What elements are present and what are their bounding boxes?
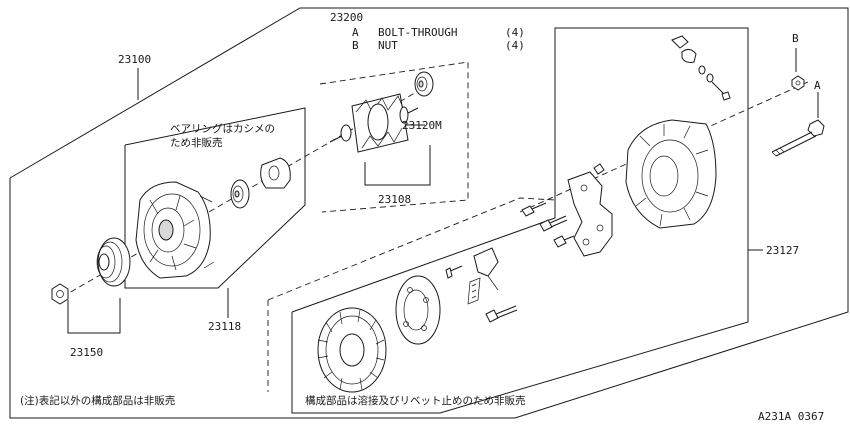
stator <box>317 307 387 393</box>
kit-row-a-letter: A <box>352 26 359 39</box>
label-23118: 23118 <box>208 320 241 333</box>
note-bearing-line2: ため非販売 <box>170 136 223 149</box>
kit-row-b-name: NUT <box>378 39 398 52</box>
label-23150: 23150 <box>70 346 103 359</box>
outer-outline <box>9 7 849 419</box>
kit-row-b: B NUT (4) <box>352 39 525 52</box>
note-footnote: (注)表記以外の構成部品は非販売 <box>20 394 175 407</box>
through-bolt-nut <box>791 75 805 91</box>
kit-row-b-qty: (4) <box>505 39 525 52</box>
rear-cover <box>625 119 717 229</box>
kit-row-b-letter: B <box>352 39 359 52</box>
label-23200: 23200 <box>330 11 363 24</box>
front-cover <box>135 181 215 279</box>
rear-cover-outline <box>291 27 749 414</box>
label-23100: 23100 <box>118 53 151 66</box>
rectifier-plate <box>395 275 441 345</box>
retainer-plate <box>260 157 291 189</box>
callout-b: B <box>792 32 799 45</box>
rear-axis <box>519 81 809 213</box>
rear-cover-assy-outline <box>267 197 556 301</box>
terminal-parts <box>671 35 731 101</box>
terminal-bolt <box>485 305 518 323</box>
drawing-code: A231A 0367 <box>758 410 824 423</box>
label-23120m: 23120M <box>402 119 442 132</box>
label-23127: 23127 <box>766 244 799 257</box>
pulley-nut <box>51 283 69 305</box>
brush-holder <box>445 247 499 305</box>
callout-a: A <box>814 79 821 92</box>
rear-bearing <box>414 71 434 97</box>
screw-2 <box>539 215 568 232</box>
rotor-outline <box>319 61 469 213</box>
diode-bracket <box>567 163 613 257</box>
kit-row-a-name: BOLT-THROUGH <box>378 26 457 39</box>
note-bearing-line1: ベアリングはカシメの <box>170 122 275 135</box>
leader-23108 <box>364 145 431 186</box>
kit-row-a: A BOLT-THROUGH (4) <box>352 26 525 39</box>
front-bearing <box>230 179 250 209</box>
through-bolt <box>771 119 825 157</box>
screw-3 <box>553 235 575 248</box>
pulley <box>96 237 131 287</box>
kit-row-a-qty: (4) <box>505 26 525 39</box>
leader-23150 <box>67 298 121 334</box>
note-components: 構成部品は溶接及びリベット止めのため非販売 <box>305 394 526 407</box>
rotor <box>329 93 419 153</box>
label-23108: 23108 <box>378 193 411 206</box>
screw-1 <box>521 202 547 217</box>
